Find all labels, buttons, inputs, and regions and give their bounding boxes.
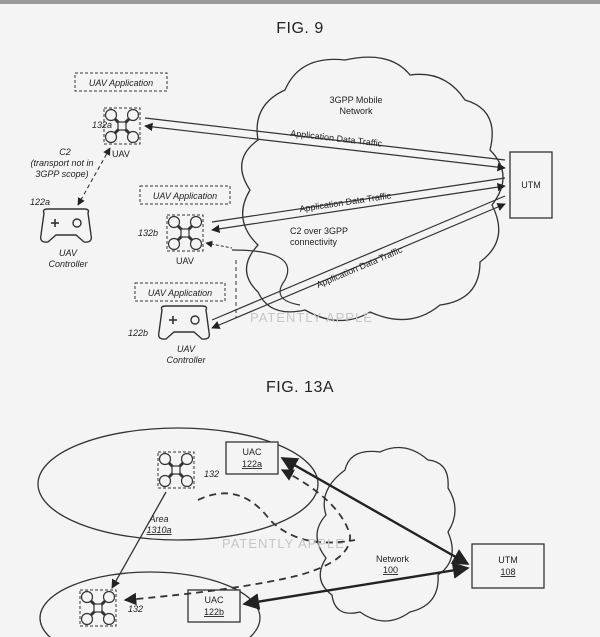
controller-a-line2: Controller [48, 259, 88, 269]
uav-label-b: UAV [176, 256, 194, 266]
c2-dashed-link [77, 147, 111, 206]
c2-over-3gpp-line2: connectivity [290, 237, 338, 247]
c2-line2: 3GPP scope) [35, 169, 88, 179]
uav-application-label-c: UAV Application [148, 288, 212, 298]
uac-b-utm-link [242, 562, 470, 610]
ref-132a: 132a [92, 120, 112, 130]
traffic-arrow-1 [144, 117, 506, 172]
uac-b-line1: UAC [204, 595, 224, 605]
uav-application-box-b [139, 185, 231, 205]
utm-box-108 [471, 543, 545, 589]
ref-132-bottom: 132 [128, 604, 143, 614]
controller-b-line2: Controller [166, 355, 206, 365]
network-cloud [316, 446, 456, 622]
traffic-arrow-3 [211, 195, 506, 329]
uav-application-label-a: UAV Application [89, 78, 153, 88]
controller-b-line1: UAV [177, 344, 196, 354]
uac-box-a [225, 441, 279, 475]
c2-over-3gpp-line1: C2 over 3GPP [290, 226, 348, 236]
drone-icon [165, 213, 205, 253]
uac-a-line2: 122a [242, 459, 262, 469]
watermark-top: PATENTLY APPLE [250, 310, 373, 325]
gamepad-icon [39, 208, 93, 243]
drone-icon [78, 588, 118, 628]
traffic-label-1: Application Data Traffic [290, 128, 383, 149]
traffic-label-3: Application Data Traffic [315, 244, 404, 289]
c2-short-dashed-link [205, 240, 233, 249]
uac-b-line2: 122b [204, 607, 224, 617]
uac-a-utm-link [280, 456, 470, 566]
ref-132b: 132b [138, 228, 158, 238]
uav-label-a: UAV [112, 149, 130, 159]
utm-label: UTM [521, 180, 541, 190]
network-label-line2: 100 [383, 565, 398, 575]
uac-a-line1: UAC [242, 447, 262, 457]
c2-line1: (transport not in [30, 158, 93, 168]
fig13a-title: FIG. 13A [266, 379, 334, 396]
cloud-label-line1: 3GPP Mobile [330, 95, 383, 105]
uav-application-box-c [134, 282, 226, 302]
drone-icon [156, 450, 196, 490]
fig9-title: FIG. 9 [276, 20, 323, 37]
gamepad-icon [157, 305, 211, 340]
utm-108-line1: UTM [498, 555, 518, 565]
dashed-link-uac [123, 469, 351, 606]
c2-title: C2 [59, 147, 71, 157]
cloud-label-line2: Network [339, 106, 373, 116]
ref-132-top: 132 [204, 469, 219, 479]
utm-box [509, 151, 553, 219]
uav-application-label-b: UAV Application [153, 191, 217, 201]
ref-122b: 122b [128, 328, 148, 338]
ref-122a: 122a [30, 197, 50, 207]
uav-application-box-a [74, 72, 168, 92]
utm-108-line2: 108 [500, 567, 515, 577]
area-label-line2: 1310a [146, 525, 171, 535]
controller-a-line1: UAV [59, 248, 78, 258]
network-label-line1: Network [376, 554, 410, 564]
watermark-bottom: PATENTLY APPLE [222, 536, 345, 551]
top-border [0, 0, 600, 4]
